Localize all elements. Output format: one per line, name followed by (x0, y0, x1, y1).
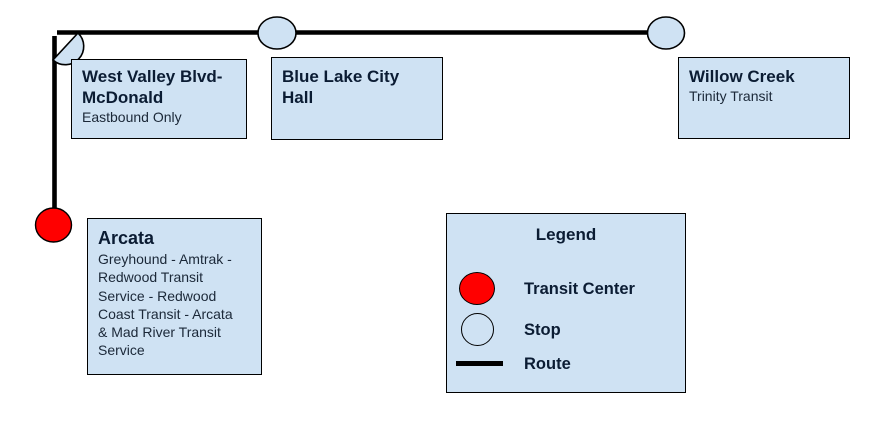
stop-label-box-blue-lake: Blue Lake City Hall (271, 57, 443, 140)
transit-center-icon (459, 272, 495, 305)
stop-details: Eastbound Only (82, 109, 182, 125)
stop-label-box-willow-creek: Willow Creek Trinity Transit (678, 57, 850, 139)
stop-name: Blue Lake City Hall (282, 67, 400, 107)
stop-marker-willow-creek (646, 16, 686, 50)
stop-marker-west-valley (51, 31, 85, 66)
transit-center-marker-arcata (34, 207, 73, 243)
stop-name: Arcata (98, 228, 155, 248)
stop-label-box-west-valley: West Valley Blvd- McDonald Eastbound Onl… (71, 59, 247, 139)
legend-box: Legend Transit Center Stop Route (446, 213, 686, 393)
legend-label-stop: Stop (524, 321, 561, 339)
stop-icon (461, 313, 494, 346)
legend-title: Legend (535, 225, 597, 244)
legend-label-transit-center: Transit Center (524, 280, 635, 298)
stop-name: Willow Creek (689, 67, 795, 86)
stop-marker-blue-lake (257, 16, 297, 50)
route-line-icon (456, 361, 503, 366)
stop-details: Greyhound - Amtrak - Redwood Transit Ser… (98, 251, 233, 359)
legend-label-route: Route (524, 355, 571, 373)
transit-center-label-box-arcata: Arcata Greyhound - Amtrak - Redwood Tran… (87, 218, 262, 375)
stop-name: West Valley Blvd- McDonald (82, 67, 223, 107)
stop-details: Trinity Transit (689, 88, 773, 104)
